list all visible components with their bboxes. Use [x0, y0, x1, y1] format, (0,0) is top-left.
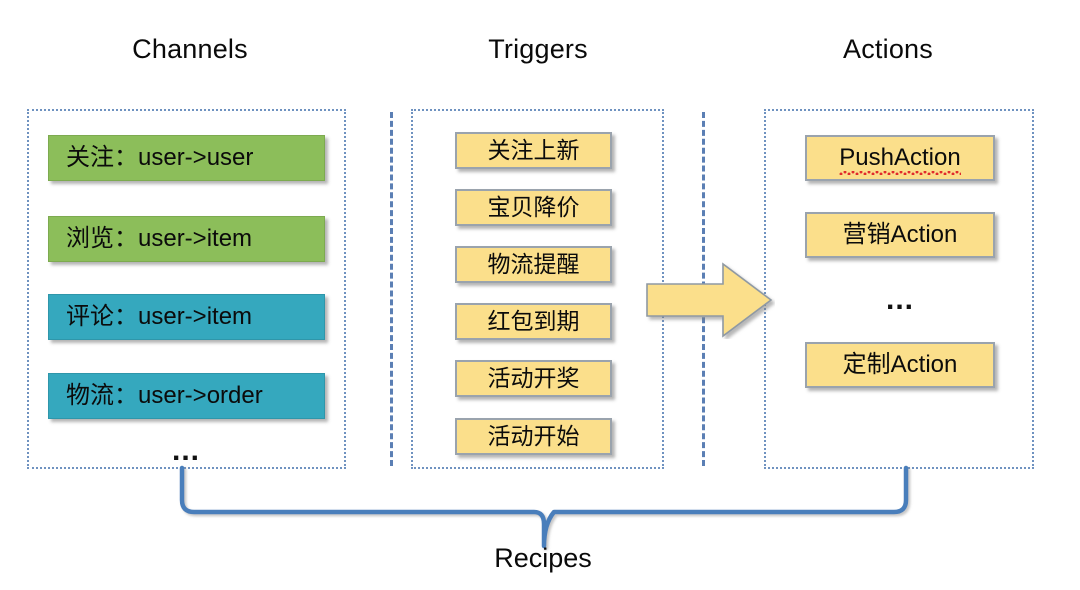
trigger-item-label: 物流提醒: [487, 251, 580, 277]
trigger-item-label: 宝贝降价: [487, 194, 580, 220]
channel-item-label: 物流：user->order: [66, 382, 263, 409]
channel-item-label: 关注：user->user: [66, 144, 254, 171]
action-item-label: 定制Action: [842, 351, 958, 378]
trigger-item-event-start[interactable]: 活动开始: [455, 418, 612, 455]
channels-more-ellipsis: ...: [171, 434, 200, 467]
trigger-item-new-arrival[interactable]: 关注上新: [455, 132, 612, 169]
actions-group-container: [764, 109, 1034, 469]
action-item-label: PushAction: [839, 144, 962, 175]
curly-brace-icon: [160, 462, 930, 554]
trigger-item-label: 活动开始: [487, 423, 580, 449]
trigger-item-price-drop[interactable]: 宝贝降价: [455, 189, 612, 226]
channel-item-follow[interactable]: 关注：user->user: [48, 135, 325, 181]
actions-more-ellipsis: ...: [885, 283, 914, 316]
channel-item-label: 浏览：user->item: [66, 225, 253, 252]
channels-group-container: [27, 109, 346, 469]
trigger-item-lottery-draw[interactable]: 活动开奖: [455, 360, 612, 397]
trigger-item-label: 活动开奖: [487, 365, 580, 391]
action-item-label: 营销Action: [842, 221, 958, 248]
column-title-actions: Actions: [843, 34, 933, 64]
right-arrow-icon: [645, 261, 775, 339]
trigger-item-shipping-reminder[interactable]: 物流提醒: [455, 246, 612, 283]
recipes-label: Recipes: [494, 543, 592, 573]
channel-item-logistics[interactable]: 物流：user->order: [48, 373, 325, 419]
column-title-channels: Channels: [132, 34, 248, 64]
trigger-item-coupon-expiry[interactable]: 红包到期: [455, 303, 612, 340]
action-item-push[interactable]: PushAction: [805, 135, 995, 181]
trigger-item-label: 红包到期: [487, 308, 580, 334]
channel-item-comment[interactable]: 评论：user->item: [48, 294, 325, 340]
column-title-triggers: Triggers: [488, 34, 588, 64]
channel-item-browse[interactable]: 浏览：user->item: [48, 216, 325, 262]
trigger-item-label: 关注上新: [487, 137, 580, 163]
action-item-marketing[interactable]: 营销Action: [805, 212, 995, 258]
action-item-custom[interactable]: 定制Action: [805, 342, 995, 388]
channel-item-label: 评论：user->item: [66, 303, 253, 330]
column-separator-left: [390, 112, 393, 466]
